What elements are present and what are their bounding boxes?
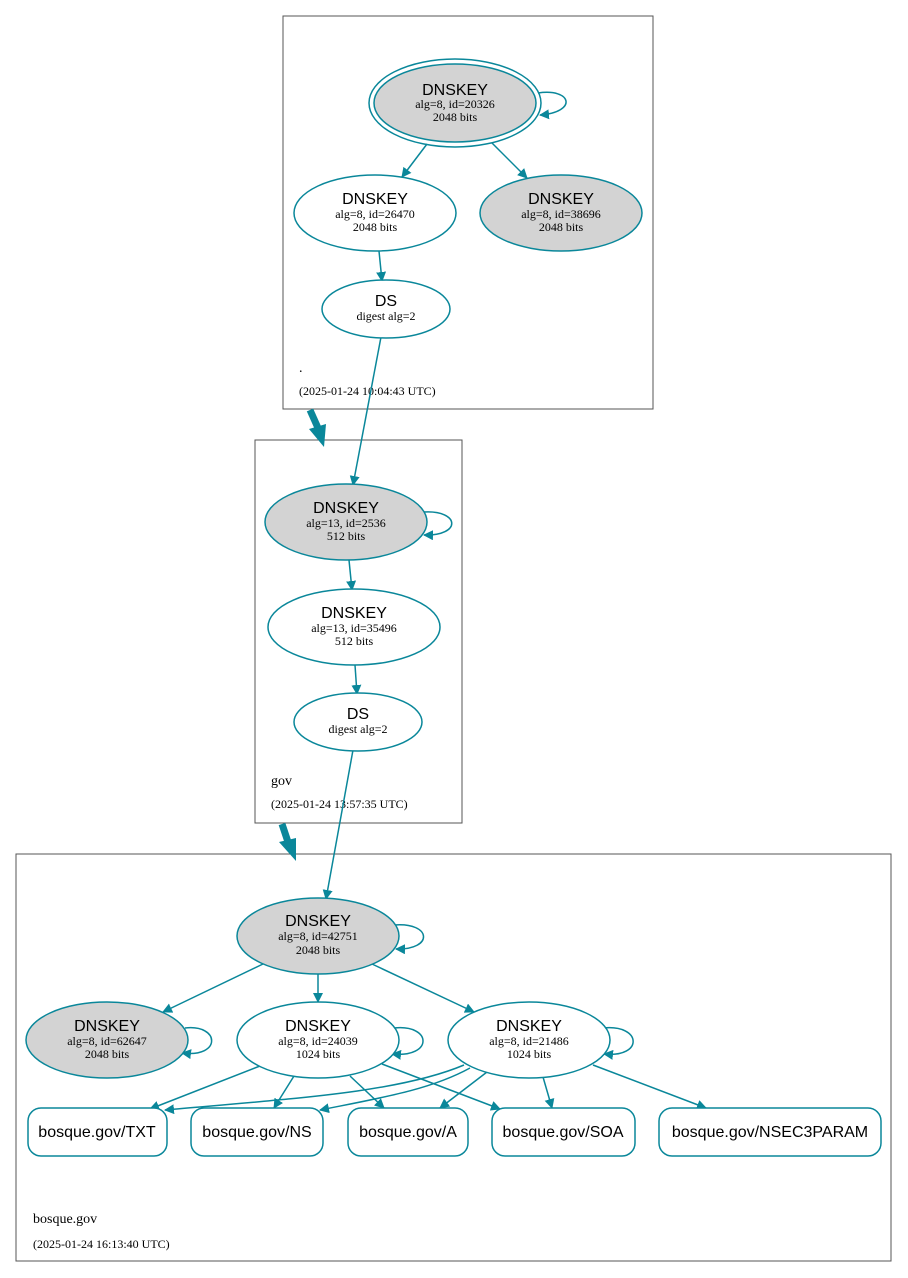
zone-box-root (282, 15, 654, 410)
edge-bq-k3-ns (319, 1067, 471, 1114)
node-bq-k1-type: DNSKEY (74, 1018, 140, 1035)
node-gov-ksk: DNSKEY alg=13, id=2536 512 bits (264, 483, 428, 561)
node-bq-k2-bits: 1024 bits (296, 1047, 341, 1061)
edge-gov-ksk-self (423, 511, 453, 541)
node-gov-ds-digest: digest alg=2 (356, 309, 415, 323)
node-gov-ds: DS digest alg=2 (321, 279, 451, 339)
node-root-ksk-type: DNSKEY (422, 82, 488, 99)
zone-box-gov (254, 439, 463, 824)
rrset-nsec3param-label: bosque.gov/NSEC3PARAM (672, 1124, 868, 1141)
node-bq-k3-type: DNSKEY (496, 1018, 562, 1035)
zone-timestamp-bosque: (2025-01-24 16:13:40 UTC) (33, 1237, 170, 1251)
edge-gov-zsk-ds (351, 664, 362, 695)
rrset-txt: bosque.gov/TXT (27, 1107, 168, 1157)
edge-bq-k2-ns (273, 1075, 295, 1109)
edge-ds-gov-ksk (349, 336, 382, 486)
node-root-zsk2-type: DNSKEY (528, 191, 594, 208)
zone-box-bosque (15, 853, 892, 1262)
node-root-zsk-26470: DNSKEY alg=8, id=26470 2048 bits (293, 174, 457, 252)
edge-bq-k3-nsec3param (592, 1064, 707, 1110)
node-bosque-ds-type: DS (347, 706, 369, 723)
zone-name-gov: gov (271, 774, 292, 789)
node-root-ksk-bits: 2048 bits (433, 110, 478, 124)
edge-bq-k2-self (391, 1027, 424, 1060)
zone-timestamp-gov: (2025-01-24 13:57:35 UTC) (271, 797, 408, 811)
rrset-nsec3param: bosque.gov/NSEC3PARAM (658, 1107, 882, 1157)
node-bq-ksk-type: DNSKEY (285, 913, 351, 930)
node-root-zsk1-alg: alg=8, id=26470 (335, 207, 415, 221)
rrset-soa-label: bosque.gov/SOA (503, 1124, 624, 1141)
node-bq-k1-bits: 2048 bits (85, 1047, 130, 1061)
node-bq-k2-type: DNSKEY (285, 1018, 351, 1035)
node-root-zsk1-bits: 2048 bits (353, 220, 398, 234)
edge-bq-k3-self (602, 1027, 634, 1060)
node-bq-ksk-bits: 2048 bits (296, 943, 341, 957)
node-gov-ksk-alg: alg=13, id=2536 (306, 516, 386, 530)
rrset-a: bosque.gov/A (347, 1107, 469, 1157)
edge-bq-k1-self (181, 1027, 213, 1060)
edge-bq-k2-soa (381, 1063, 501, 1111)
node-gov-zsk-bits: 512 bits (335, 634, 374, 648)
node-bosque-ds: DS digest alg=2 (293, 692, 423, 752)
edge-ds-bosque-ksk (322, 749, 354, 900)
zone-name-root: . (299, 361, 303, 376)
rrset-a-label: bosque.gov/A (359, 1124, 457, 1141)
edge-root-ksk-zsk1 (401, 143, 428, 178)
edge-bq-ksk-k1 (162, 963, 264, 1013)
node-root-zsk2-alg: alg=8, id=38696 (521, 207, 601, 221)
node-bq-k3-bits: 1024 bits (507, 1047, 552, 1061)
node-gov-zsk-type: DNSKEY (321, 605, 387, 622)
node-bq-ksk: DNSKEY alg=8, id=42751 2048 bits (236, 897, 400, 975)
node-bq-k2-alg: alg=8, id=24039 (278, 1034, 358, 1048)
node-root-ksk-alg: alg=8, id=20326 (415, 97, 495, 111)
rrset-txt-label: bosque.gov/TXT (38, 1124, 156, 1141)
edge-bq-k3-soa (542, 1076, 555, 1109)
node-bq-k3-alg: alg=8, id=21486 (489, 1034, 569, 1048)
edge-gov-ksk-zsk (346, 559, 357, 591)
delegation-arrow-root-gov (306, 408, 326, 447)
delegation-arrow-gov-bosque (278, 822, 296, 861)
node-bq-key-21486: DNSKEY alg=8, id=21486 1024 bits (447, 1001, 611, 1079)
edge-bq-k3-txt (164, 1064, 465, 1115)
node-bq-k1-alg: alg=8, id=62647 (67, 1034, 147, 1048)
zone-timestamp-root: (2025-01-24 10:04:43 UTC) (299, 384, 436, 398)
node-bq-key-24039: DNSKEY alg=8, id=24039 1024 bits (236, 1001, 400, 1079)
node-gov-zsk: DNSKEY alg=13, id=35496 512 bits (267, 588, 441, 666)
node-gov-zsk-alg: alg=13, id=35496 (311, 621, 397, 635)
edge-bq-ksk-self (393, 924, 425, 955)
node-gov-ksk-type: DNSKEY (313, 500, 379, 517)
rrset-ns: bosque.gov/NS (190, 1107, 324, 1157)
edge-bq-k2-txt (149, 1065, 261, 1111)
node-gov-ds-type: DS (375, 293, 397, 310)
node-bosque-ds-digest: digest alg=2 (328, 722, 387, 736)
node-root-zsk-38696: DNSKEY alg=8, id=38696 2048 bits (479, 174, 643, 252)
node-bq-ksk-alg: alg=8, id=42751 (278, 929, 358, 943)
rrset-ns-label: bosque.gov/NS (202, 1124, 311, 1141)
edge-bq-k3-a (439, 1071, 488, 1109)
node-root-ksk: DNSKEY alg=8, id=20326 2048 bits (368, 58, 542, 148)
rrset-soa: bosque.gov/SOA (491, 1107, 636, 1157)
node-gov-ksk-bits: 512 bits (327, 529, 366, 543)
edge-bq-ksk-k3 (371, 963, 475, 1013)
edge-root-ksk-zsk2 (491, 142, 528, 179)
zone-name-bosque: bosque.gov (33, 1212, 97, 1227)
edge-root-ksk-self (537, 91, 567, 120)
edge-root-zsk1-ds (376, 250, 387, 282)
node-bq-key-62647: DNSKEY alg=8, id=62647 2048 bits (25, 1001, 189, 1079)
node-root-zsk2-bits: 2048 bits (539, 220, 584, 234)
node-root-zsk1-type: DNSKEY (342, 191, 408, 208)
edge-bq-k2-a (349, 1075, 385, 1109)
